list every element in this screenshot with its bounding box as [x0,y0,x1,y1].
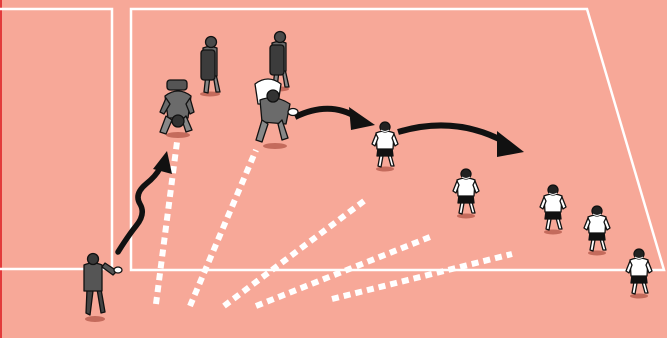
pass-line-5 [332,254,512,299]
run-arrow-2 [398,125,505,142]
ruck-icon [160,79,298,149]
pass-lines [156,142,512,306]
attacker-3 [540,185,566,235]
left-grid-line [0,9,112,269]
edge-accent [0,0,2,338]
curved-arrow-icon [118,151,172,252]
attacker-5 [626,249,652,299]
field-lines [0,9,664,270]
run-arrow-2-head [497,131,524,157]
attacker-2 [453,169,479,219]
pass-line-2 [190,150,256,306]
ruck-player-right [255,79,298,149]
attacker-4 [584,206,610,256]
pass-line-3 [224,198,368,306]
ruck-player-left [160,80,194,138]
run-arrow-1-head [349,107,375,130]
attacker-1 [372,122,398,172]
run-arrow-1 [295,109,358,118]
coach-icon [84,254,122,323]
run-arrows [295,107,524,157]
pass-line-4 [256,237,430,306]
